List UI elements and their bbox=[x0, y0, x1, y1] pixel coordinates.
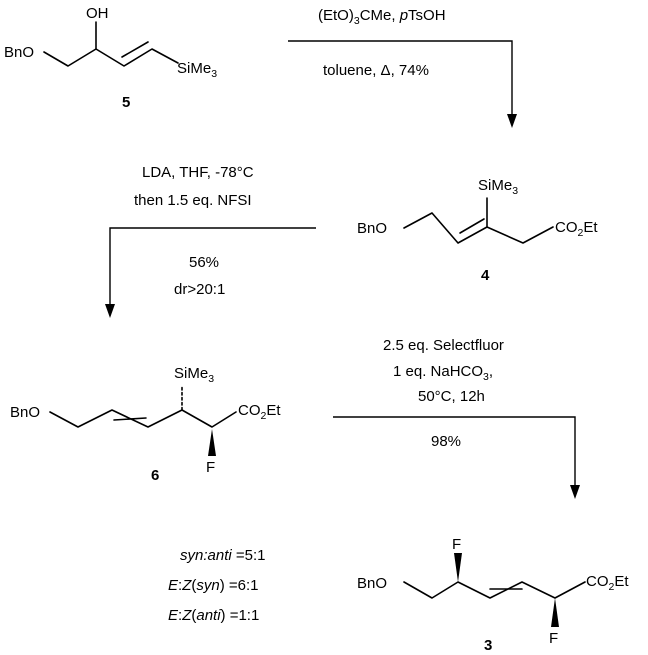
step1-reagents: (EtO)3CMe, pTsOH bbox=[318, 7, 446, 27]
ratio-ez-anti: E:Z(anti) =1:1 bbox=[168, 607, 259, 624]
compound-6-bno: BnO bbox=[10, 404, 40, 421]
ratio-syn-anti: syn:anti =5:1 bbox=[180, 547, 265, 564]
compound-4-bno: BnO bbox=[357, 220, 387, 237]
compound-5: BnO OH SiMe3 5 bbox=[4, 5, 217, 111]
compound-6-ester: CO2Et bbox=[238, 402, 281, 422]
compound-6-bonds bbox=[49, 385, 237, 456]
step1-conditions: (EtO)3CMe, pTsOH toluene, Δ, 74% bbox=[318, 7, 446, 79]
compound-6-sime3: SiMe3 bbox=[174, 365, 214, 385]
compound-4: BnO SiMe3 CO2Et 4 bbox=[357, 177, 598, 284]
step2-additive: then 1.5 eq. NFSI bbox=[134, 192, 252, 209]
compound-5-sime3-main: SiMe bbox=[177, 60, 211, 77]
compound-4-sime3: SiMe3 bbox=[478, 177, 518, 197]
compound-3-ester: CO2Et bbox=[586, 573, 629, 593]
step3-yield: 98% bbox=[431, 433, 461, 450]
step1-solvent-yield: toluene, Δ, 74% bbox=[323, 62, 429, 79]
compound-3-bno: BnO bbox=[357, 575, 387, 592]
step2-reagents: LDA, THF, -78°C bbox=[142, 164, 254, 181]
step3-temp-time: 50°C, 12h bbox=[418, 388, 485, 405]
compound-3-wedge-bottom bbox=[551, 598, 559, 627]
step3-base: 1 eq. NaHCO3, bbox=[393, 363, 493, 383]
compound-3: BnO F CO2Et F 3 bbox=[357, 536, 629, 654]
compound-3-number: 3 bbox=[484, 637, 492, 654]
step2-conditions: LDA, THF, -78°C then 1.5 eq. NFSI 56% dr… bbox=[134, 164, 254, 298]
ratio-ez-syn: E:Z(syn) =6:1 bbox=[168, 577, 258, 594]
compound-5-sime3: SiMe3 bbox=[177, 60, 217, 80]
compound-3-bonds bbox=[403, 553, 586, 627]
compound-6: BnO SiMe3 CO2Et F 6 bbox=[10, 365, 281, 484]
compound-3-f-top: F bbox=[452, 536, 461, 553]
compound-5-number: 5 bbox=[122, 94, 130, 111]
compound-6-wedge bbox=[208, 429, 216, 456]
step2-yield: 56% bbox=[189, 254, 219, 271]
compound-3-wedge-top bbox=[454, 553, 462, 582]
compound-4-ester: CO2Et bbox=[555, 219, 598, 239]
compound-6-number: 6 bbox=[151, 467, 159, 484]
compound-3-f-bottom: F bbox=[549, 630, 558, 647]
compound-6-f: F bbox=[206, 459, 215, 476]
compound-5-bno: BnO bbox=[4, 44, 34, 61]
step2-arrow bbox=[105, 227, 316, 318]
compound-5-sime3-sub: 3 bbox=[211, 68, 217, 80]
step3-conditions: 2.5 eq. Selectfluor 1 eq. NaHCO3, 50°C, … bbox=[383, 337, 504, 450]
compound-5-bonds bbox=[43, 21, 179, 67]
compound-4-number: 4 bbox=[481, 267, 490, 284]
compound-5-oh: OH bbox=[86, 5, 109, 22]
compound-4-bonds bbox=[403, 197, 554, 244]
step2-dr: dr>20:1 bbox=[174, 281, 225, 298]
step1-arrow bbox=[288, 40, 517, 128]
step3-arrow bbox=[333, 416, 580, 499]
selectivity-ratios: syn:anti =5:1 E:Z(syn) =6:1 E:Z(anti) =1… bbox=[168, 547, 265, 624]
step3-reagent: 2.5 eq. Selectfluor bbox=[383, 337, 504, 354]
